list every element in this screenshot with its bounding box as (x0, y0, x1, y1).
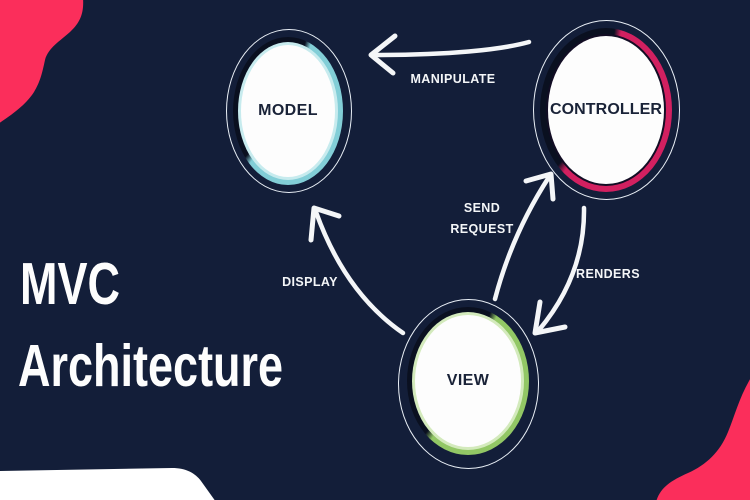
send-request-arrow (492, 171, 556, 302)
renders-label: RENDERS (576, 267, 640, 281)
node-view-fill (415, 315, 521, 447)
node-view-label: VIEW (446, 372, 490, 389)
node-view: VIEW (398, 299, 539, 469)
node-controller-ring: CONTROLLER (540, 28, 672, 192)
node-controller: CONTROLLER (533, 20, 680, 200)
node-view-outer-ring (398, 299, 539, 469)
display-arrow (308, 205, 406, 336)
manipulate-label: MANIPULATE (410, 72, 496, 86)
renders-arrow (532, 205, 587, 336)
display-label: DISPLAY (282, 275, 338, 289)
node-model-outer-ring (226, 29, 352, 193)
send-request-label-line2: REQUEST (450, 222, 514, 236)
node-model-fill (241, 45, 335, 177)
node-model: MODEL (226, 29, 352, 193)
page-title-line-1: MVC (20, 250, 120, 318)
white-blob-bottom-left (0, 468, 215, 500)
pink-blob-top-left (0, 0, 84, 123)
send-request-label: SEND REQUEST (432, 198, 532, 240)
node-model-ring: MODEL (233, 37, 343, 185)
page-title-line-2: Architecture (18, 332, 284, 400)
pink-blob-bottom-right (656, 379, 750, 500)
node-model-label: MODEL (258, 102, 318, 119)
node-controller-fill (548, 36, 664, 184)
manipulate-arrow (368, 33, 532, 76)
send-request-label-line1: SEND (463, 201, 501, 215)
node-controller-outer-ring (533, 20, 680, 200)
node-view-ring: VIEW (407, 307, 529, 455)
node-controller-label: CONTROLLER (549, 101, 663, 118)
